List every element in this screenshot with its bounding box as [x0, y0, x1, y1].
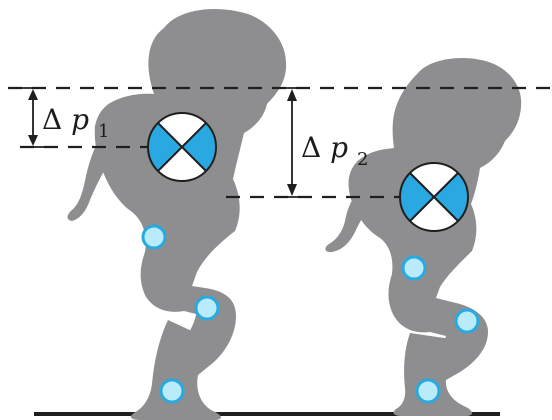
- delta-symbol-1: Δ: [42, 103, 62, 136]
- joint-marker-right-ankle: [417, 380, 439, 402]
- joint-marker-left-ankle: [161, 380, 183, 402]
- joint-marker-right-hip: [403, 257, 425, 279]
- center-of-mass-symbol-right: [400, 163, 468, 231]
- center-of-mass-symbol-left: [148, 113, 216, 181]
- delta-p1-label: Δ p 1: [42, 103, 109, 142]
- joint-marker-left-knee: [196, 297, 218, 319]
- subscript-2: 2: [357, 149, 368, 170]
- joint-marker-left-hip: [143, 226, 165, 248]
- delta-symbol-2: Δ: [301, 131, 321, 164]
- variable-p-2: p: [330, 131, 348, 164]
- joint-marker-right-knee: [456, 310, 478, 332]
- subscript-1: 1: [98, 121, 109, 142]
- child-silhouette-left: [68, 9, 287, 420]
- variable-p-1: p: [71, 103, 89, 136]
- child-silhouette-right: [325, 58, 521, 416]
- delta-p2-label: Δ p 2: [301, 131, 368, 170]
